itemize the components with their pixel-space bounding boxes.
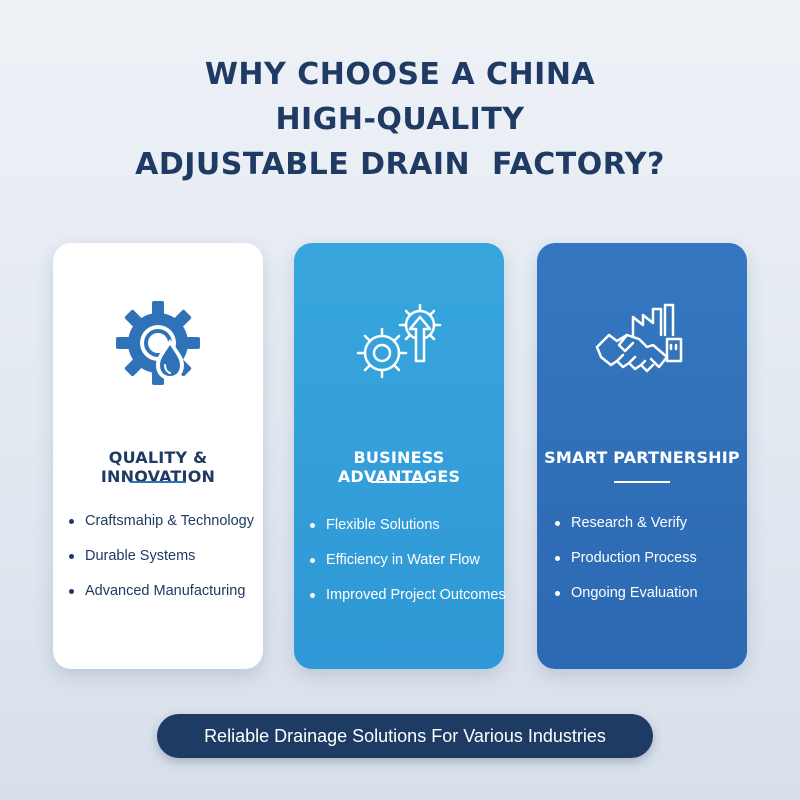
bullet-dot-icon xyxy=(555,556,560,561)
list-item-label: Durable Systems xyxy=(85,548,196,564)
page-title: WHY CHOOSE A CHINA HIGH-QUALITY ADJUSTAB… xyxy=(0,52,800,187)
list-item: Production Process xyxy=(555,548,745,583)
card-quality-innovation: QUALITY & INNOVATION Craftsmahip & Techn… xyxy=(53,243,263,669)
list-item-label: Flexible Solutions xyxy=(326,517,440,533)
bullet-dot-icon xyxy=(555,591,560,596)
title-line-3: ADJUSTABLE DRAIN FACTORY? xyxy=(135,147,665,182)
card-divider xyxy=(130,481,186,483)
card-divider xyxy=(614,481,670,483)
bullet-dot-icon xyxy=(69,589,74,594)
title-line-1: WHY CHOOSE A CHINA xyxy=(204,57,596,92)
title-line-2: HIGH-QUALITY xyxy=(275,102,525,137)
list-item: Ongoing Evaluation xyxy=(555,583,745,618)
card-divider xyxy=(371,481,427,483)
list-item: Flexible Solutions xyxy=(310,515,500,550)
bullet-dot-icon xyxy=(555,521,560,526)
list-item-label: Improved Project Outcomes xyxy=(326,587,506,603)
card-title: SMART PARTNERSHIP xyxy=(544,448,740,467)
list-item: Craftsmahip & Technology xyxy=(69,511,259,546)
list-item: Efficiency in Water Flow xyxy=(310,550,500,585)
card-smart-partnership: SMART PARTNERSHIP Research & Verify Prod… xyxy=(537,243,747,669)
bullet-dot-icon xyxy=(310,593,315,598)
gears-arrow-up-icon xyxy=(294,293,504,393)
card-business-advantages: BUSINESS ADVANTAGES Flexible Solutions E… xyxy=(294,243,506,669)
list-item-label: Efficiency in Water Flow xyxy=(326,552,480,568)
bullet-dot-icon xyxy=(310,558,315,563)
list-item: Research & Verify xyxy=(555,513,745,548)
gear-water-drop-icon xyxy=(53,293,263,393)
bullet-list: Research & Verify Production Process Ong… xyxy=(555,513,745,618)
bullet-dot-icon xyxy=(69,554,74,559)
list-item-label: Craftsmahip & Technology xyxy=(85,513,254,529)
bullet-list: Craftsmahip & Technology Durable Systems… xyxy=(69,511,259,616)
list-item-label: Research & Verify xyxy=(571,515,688,531)
list-item: Improved Project Outcomes xyxy=(310,585,506,620)
handshake-factory-icon xyxy=(537,293,747,393)
bullet-list: Flexible Solutions Efficiency in Water F… xyxy=(310,515,506,620)
footer-banner: Reliable Drainage Solutions For Various … xyxy=(157,714,653,758)
card-title: QUALITY & INNOVATION xyxy=(100,448,216,486)
list-item: Advanced Manufacturing xyxy=(69,581,259,616)
bullet-dot-icon xyxy=(310,523,315,528)
list-item-label: Ongoing Evaluation xyxy=(571,585,698,601)
card-title: BUSINESS ADVANTAGES xyxy=(337,448,461,486)
list-item: Durable Systems xyxy=(69,546,259,581)
list-item-label: Advanced Manufacturing xyxy=(85,583,246,599)
bullet-dot-icon xyxy=(69,519,74,524)
list-item-label: Production Process xyxy=(571,550,697,566)
